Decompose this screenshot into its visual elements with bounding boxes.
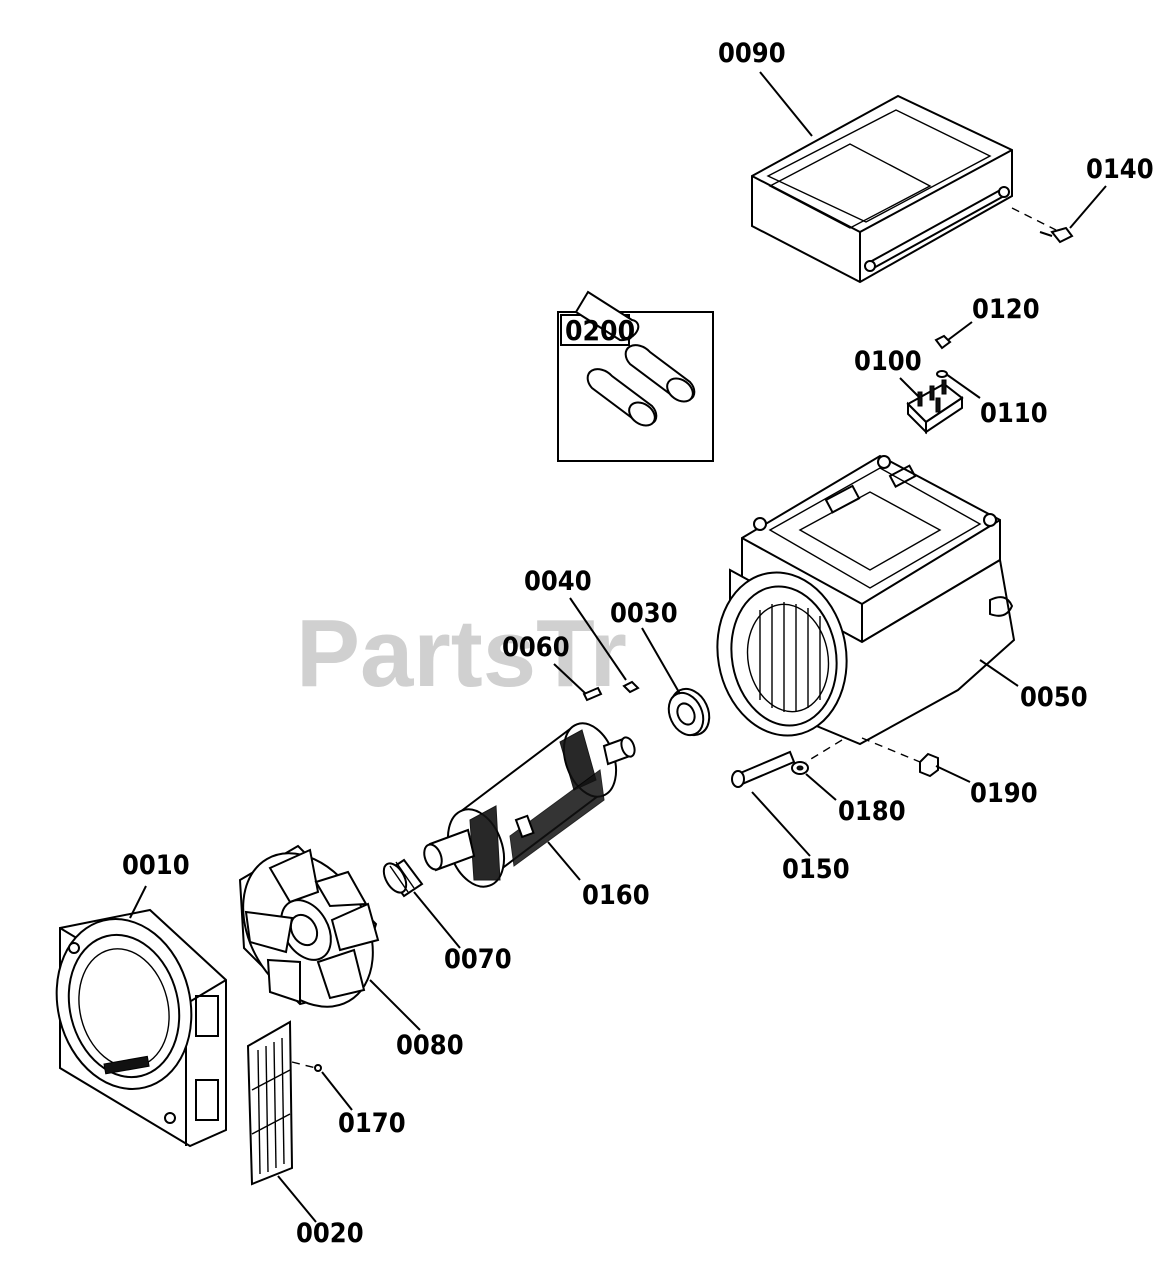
leader-0120 (947, 321, 973, 341)
nut-0190-part[interactable] (861, 737, 939, 778)
stator-housing-part[interactable] (705, 454, 1016, 746)
callout-0170[interactable]: 0170 (338, 1108, 406, 1139)
callout-0010[interactable]: 0010 (122, 850, 190, 881)
leader-0150 (751, 791, 811, 857)
leader-0140 (1069, 185, 1107, 229)
end-bracket-part[interactable] (39, 905, 227, 1148)
leader-0090 (759, 71, 813, 137)
callout-0120[interactable]: 0120 (972, 294, 1040, 325)
leader-0080 (369, 979, 421, 1031)
callout-0070[interactable]: 0070 (444, 944, 512, 975)
leader-0100 (899, 377, 921, 399)
bearing-part[interactable] (662, 683, 716, 742)
watermark-text: PartsTr (296, 600, 627, 707)
washer-0180-part[interactable] (791, 739, 843, 775)
callout-0190[interactable]: 0190 (970, 778, 1038, 809)
leader-0020 (277, 1175, 317, 1223)
leader-0070 (413, 891, 461, 949)
control-box-cover-part[interactable] (751, 94, 1013, 284)
rotor-part[interactable] (421, 716, 637, 894)
leader-0170 (321, 1071, 353, 1111)
capacitor-part (574, 290, 696, 427)
leader-0010 (129, 885, 147, 919)
fan-part[interactable] (217, 830, 399, 1030)
callout-0080[interactable]: 0080 (396, 1030, 464, 1061)
callout-0090[interactable]: 0090 (718, 38, 786, 69)
leader-0030 (641, 627, 681, 695)
screw-0170-part[interactable] (291, 1061, 322, 1072)
callout-0110[interactable]: 0110 (980, 398, 1048, 429)
pin-0060-part[interactable] (582, 686, 603, 702)
needle-bearing-part[interactable] (379, 858, 424, 898)
callout-0060[interactable]: 0060 (502, 632, 570, 663)
callout-0150[interactable]: 0150 (782, 854, 850, 885)
leader-0160 (547, 841, 581, 881)
washer-part[interactable] (936, 370, 948, 378)
key-0040-part[interactable] (622, 680, 640, 694)
leader-0190 (935, 765, 971, 783)
callout-0140[interactable]: 0140 (1086, 154, 1154, 185)
leader-0040 (569, 597, 627, 681)
callout-0160[interactable]: 0160 (582, 880, 650, 911)
screw-part[interactable] (1011, 207, 1074, 244)
callout-0030[interactable]: 0030 (610, 598, 678, 629)
leader-0060 (553, 663, 587, 695)
leader-0050 (979, 659, 1019, 687)
callout-0180[interactable]: 0180 (838, 796, 906, 827)
callout-0040[interactable]: 0040 (524, 566, 592, 597)
callout-0050[interactable]: 0050 (1020, 682, 1088, 713)
capacitor-kit-box[interactable] (557, 290, 714, 462)
leader-0110 (945, 373, 981, 399)
grille-part[interactable] (246, 1020, 294, 1186)
nut-part[interactable] (934, 334, 952, 350)
leader-0180 (805, 773, 837, 801)
callout-0020[interactable]: 0020 (296, 1218, 364, 1249)
bolt-0150-part[interactable] (731, 750, 796, 788)
callout-0200[interactable]: 0200 (565, 314, 635, 347)
callout-0100[interactable]: 0100 (854, 346, 922, 377)
terminal-block-part[interactable] (906, 379, 964, 435)
